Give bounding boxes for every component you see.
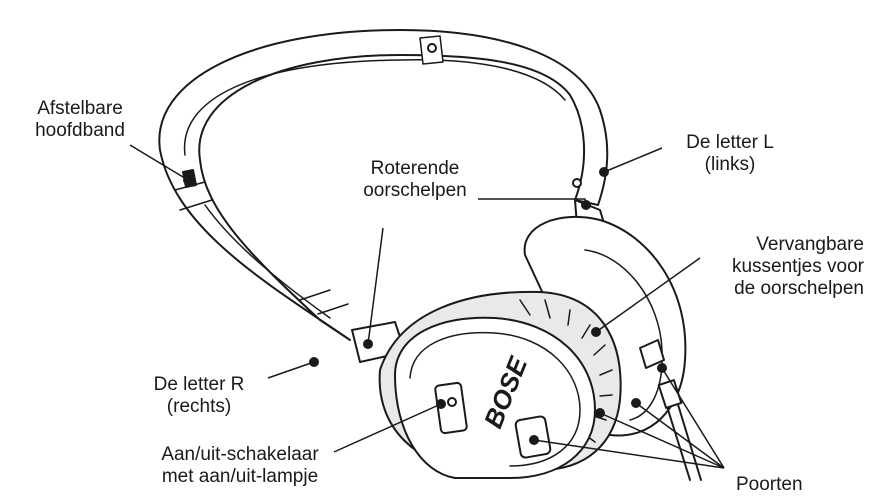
label-left-line1: De letter L: [686, 132, 774, 153]
dot-port-1: [529, 435, 539, 445]
leader-rotating-right: [367, 227, 384, 345]
leader-port-3: [635, 402, 725, 469]
dot-rotating-right: [363, 339, 373, 349]
label-power-line2: met aan/uit-lampje: [161, 466, 319, 487]
leader-right: [267, 361, 315, 379]
label-cushions: Vervangbare kussentjes voor de oorschelp…: [668, 234, 864, 300]
label-cushions-line2: kussentjes voor: [731, 256, 864, 277]
label-headband: Afstelbare hoofdband: [5, 98, 155, 142]
label-cushions-line3: de oorschelpen: [734, 278, 864, 299]
label-rotating-line1: Roterende: [370, 158, 460, 179]
label-power: Aan/uit-schakelaar met aan/uit-lampje: [140, 444, 340, 488]
dot-port-3: [631, 398, 641, 408]
label-rotating-line2: oorschelpen: [363, 180, 467, 201]
label-power-line1: Aan/uit-schakelaar: [161, 444, 319, 465]
leader-port-1: [533, 439, 725, 469]
leader-port-2: [599, 412, 725, 469]
headband: [158, 29, 609, 341]
leader-port-4: [661, 367, 725, 469]
dot-rotating: [581, 200, 591, 210]
dot-right: [309, 357, 319, 367]
label-ports-line1: Poorten: [736, 474, 803, 495]
audio-cable: [664, 397, 702, 481]
dot-port-2: [595, 408, 605, 418]
label-headband-line2: hoofdband: [35, 120, 125, 141]
leader-left: [603, 147, 663, 173]
dot-power: [436, 399, 446, 409]
label-headband-line1: Afstelbare: [37, 98, 123, 119]
dot-left: [599, 167, 609, 177]
label-ports: Poorten: [736, 474, 803, 496]
label-rotating: Roterende oorschelpen: [345, 158, 485, 202]
label-left: De letter L (links): [660, 132, 800, 176]
dot-headband: [183, 175, 193, 185]
dot-port-4: [657, 363, 667, 373]
label-right-line2: (rechts): [166, 396, 232, 417]
label-left-line2: (links): [704, 154, 756, 175]
label-right: De letter R (rechts): [130, 374, 268, 418]
label-cushions-line1: Vervangbare: [756, 234, 864, 255]
dot-cushions: [591, 327, 601, 337]
label-right-line1: De letter R: [153, 374, 245, 395]
leader-headband: [129, 144, 189, 181]
power-switch: [434, 381, 468, 435]
leader-rotating: [478, 198, 587, 206]
leader-cushions: [595, 257, 701, 333]
leader-power: [333, 403, 442, 453]
